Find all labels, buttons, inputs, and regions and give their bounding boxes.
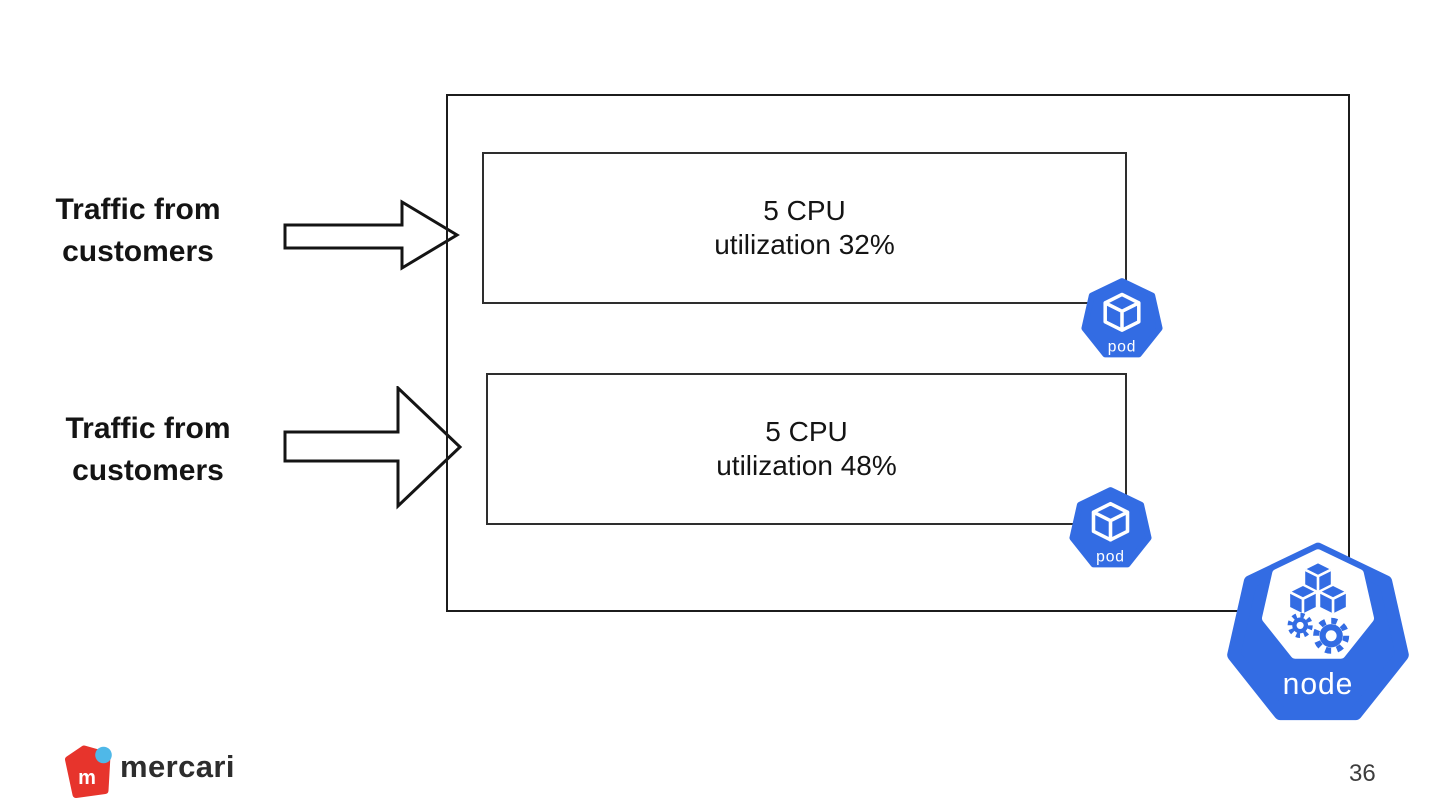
traffic-arrow-2-icon xyxy=(283,386,463,510)
pod-2-cpu: 5 CPU xyxy=(765,416,848,447)
mercari-logo-icon: m xyxy=(65,745,112,798)
traffic-label-1: Traffic from customers xyxy=(33,189,243,273)
pod-icon-2-label: pod xyxy=(1096,549,1125,566)
pod-1-cpu: 5 CPU xyxy=(763,195,846,226)
kubernetes-node-icon: node xyxy=(1227,542,1409,721)
traffic-label-2-line2: customers xyxy=(72,454,224,487)
cube-icon xyxy=(1103,292,1141,332)
node-boundary-box xyxy=(446,94,1350,612)
pod-box-2: 5 CPU utilization 48% xyxy=(486,373,1127,525)
traffic-arrow-1-icon xyxy=(283,199,460,271)
traffic-label-1-line2: customers xyxy=(62,235,214,268)
cubes-icon xyxy=(1289,563,1347,614)
node-icon-label: node xyxy=(1283,668,1354,701)
mercari-logo-m: m xyxy=(78,767,96,789)
traffic-label-2: Traffic from customers xyxy=(43,408,253,492)
pod-icon-1-label: pod xyxy=(1108,339,1136,356)
cube-icon xyxy=(1091,501,1130,542)
mercari-wordmark: mercari xyxy=(120,749,235,784)
kubernetes-pod-icon-2: pod xyxy=(1069,487,1152,568)
traffic-label-1-line1: Traffic from xyxy=(55,193,221,226)
kubernetes-pod-icon-1: pod xyxy=(1081,278,1163,358)
pod-1-utilization: utilization 32% xyxy=(714,229,895,260)
traffic-label-2-line1: Traffic from xyxy=(65,412,231,445)
pod-box-1: 5 CPU utilization 32% xyxy=(482,152,1127,304)
mercari-logo-dot xyxy=(95,746,112,764)
page-number: 36 xyxy=(1349,760,1376,787)
pod-2-utilization: utilization 48% xyxy=(716,450,897,481)
